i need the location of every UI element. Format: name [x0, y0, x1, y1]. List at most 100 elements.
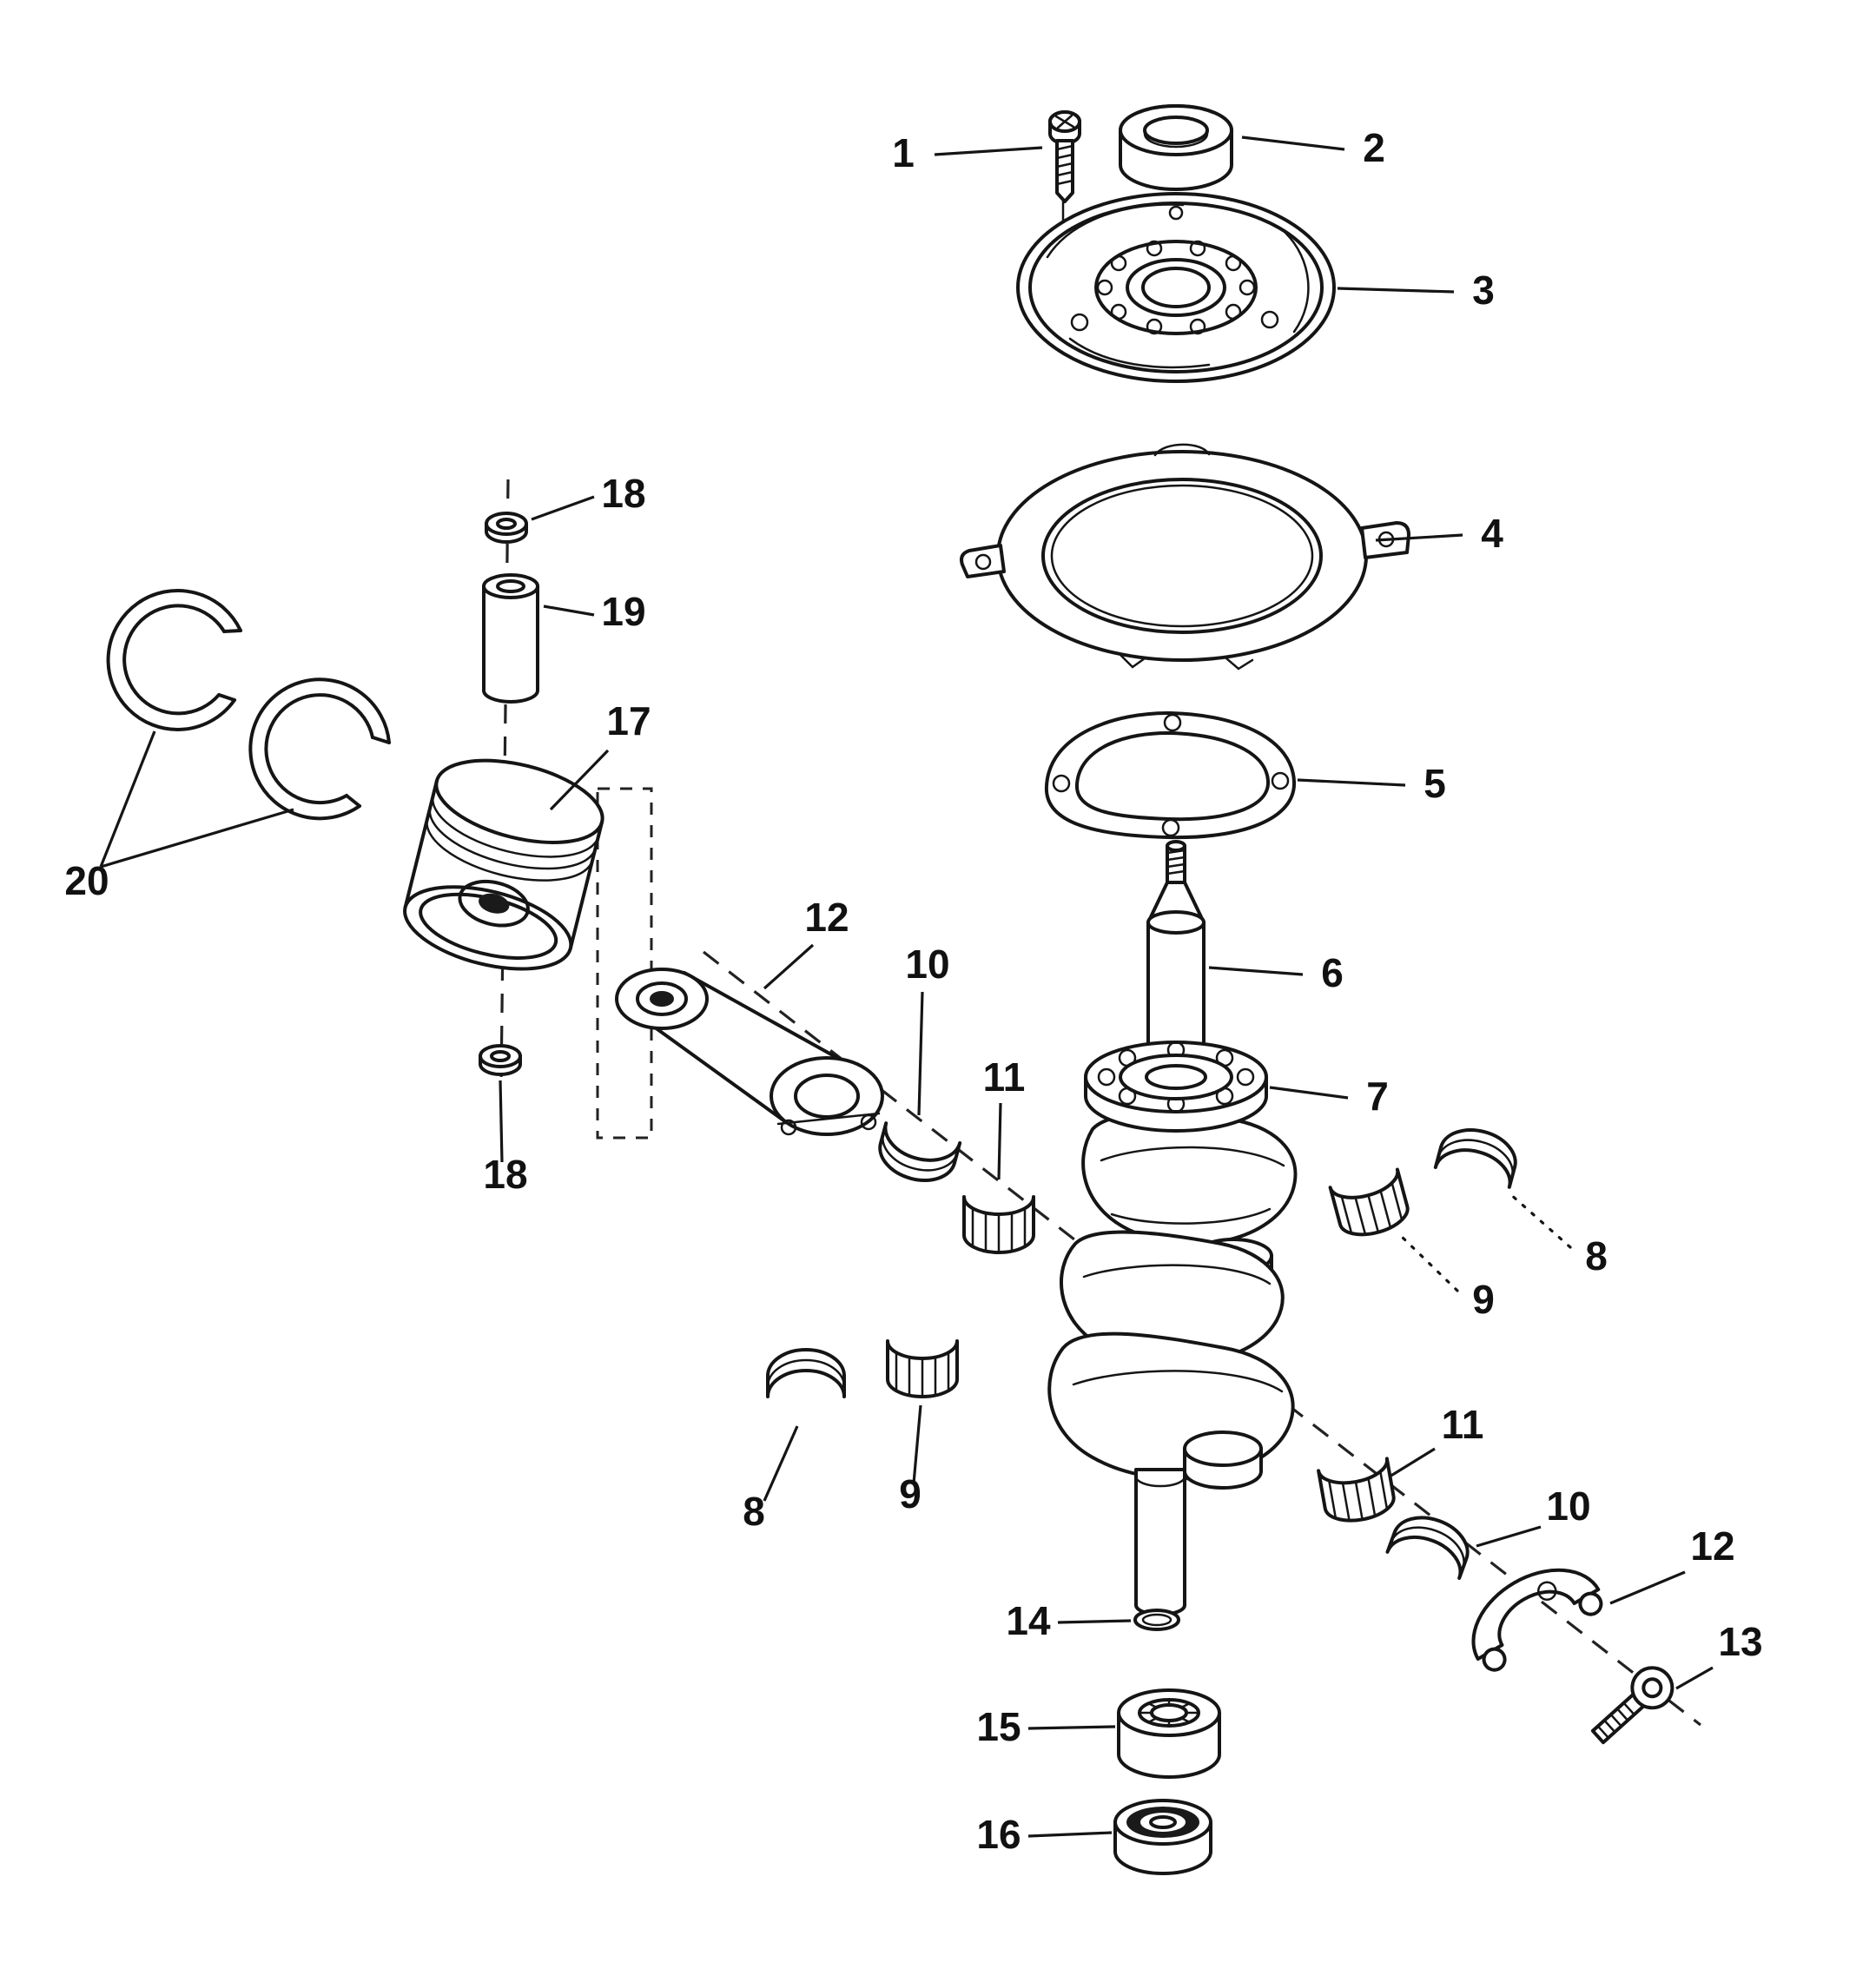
callout-15: 15	[976, 1704, 1116, 1749]
connecting-rod-12	[615, 968, 884, 1136]
part-number-label: 10	[905, 942, 949, 987]
piston-rings-20	[106, 589, 391, 821]
main-bearing-7	[1084, 1041, 1268, 1133]
needle-cage-11-upper	[962, 1195, 1035, 1254]
leader-line	[499, 1080, 504, 1163]
leader-line	[1057, 1619, 1132, 1624]
needle-cage-9-left	[886, 1339, 959, 1398]
rod-bearing-shell-8-right	[1433, 1128, 1517, 1189]
leader-line	[1337, 287, 1455, 294]
callout-12-upper: 12	[763, 895, 849, 990]
callout-10-lower: 10	[1476, 1483, 1591, 1548]
leader-line	[1027, 1831, 1113, 1838]
part-number-label: 1	[892, 130, 915, 175]
callout-18-top: 18	[531, 471, 646, 521]
screw-1	[1048, 110, 1081, 203]
part-number-label: 5	[1424, 761, 1446, 806]
leader-line	[763, 943, 815, 990]
cap-bolt-13	[1590, 1666, 1675, 1745]
leader-line	[1508, 1192, 1572, 1249]
callout-12-lower: 12	[1609, 1523, 1735, 1605]
leader-line	[1208, 966, 1304, 976]
gasket-5	[1044, 710, 1297, 840]
part-number-label: 14	[1006, 1598, 1051, 1643]
part-number-label: 20	[64, 858, 109, 903]
part-number-label: 19	[601, 589, 645, 634]
crankshaft-6	[1047, 840, 1298, 1616]
part-number-label: 8	[743, 1489, 765, 1534]
lower-bearing-15	[1117, 1688, 1221, 1779]
part-number-label: 11	[1442, 1402, 1484, 1447]
leader-line	[1398, 1233, 1459, 1292]
callout-4: 4	[1375, 511, 1503, 556]
leader-line	[1027, 1725, 1116, 1730]
part-number-label: 11	[983, 1054, 1026, 1100]
rod-cap-12-lower	[1471, 1568, 1603, 1672]
part-number-label: 7	[1366, 1074, 1389, 1119]
part-number-label: 12	[804, 895, 849, 940]
callout-19: 19	[543, 589, 646, 634]
callout-7: 7	[1269, 1074, 1389, 1119]
part-number-label: 18	[601, 471, 645, 516]
callout-9-right: 9	[1398, 1233, 1495, 1322]
callout-5: 5	[1297, 761, 1446, 806]
leader-line	[543, 605, 595, 617]
part-number-label: 18	[483, 1152, 527, 1197]
leader-line	[917, 991, 924, 1116]
leader-line	[1389, 1447, 1436, 1478]
leader-line	[1675, 1666, 1714, 1690]
callout-18-bottom: 18	[483, 1080, 528, 1197]
part-number-label: 15	[976, 1704, 1021, 1749]
piston-pin-19	[482, 573, 539, 704]
callout-13: 13	[1675, 1619, 1763, 1690]
bushing-2	[1119, 104, 1233, 191]
part-number-label: 6	[1321, 950, 1344, 995]
rod-bearing-shell-10-lower	[1385, 1516, 1470, 1580]
part-number-label: 3	[1472, 268, 1495, 313]
pin-washer-18-bottom	[479, 1044, 522, 1076]
part-number-label: 10	[1546, 1483, 1590, 1529]
callout-11-upper: 11	[983, 1054, 1026, 1180]
rod-bearing-shell-10-upper	[878, 1121, 962, 1182]
rod-bearing-shell-8-left	[766, 1348, 846, 1398]
part-number-label: 9	[899, 1471, 921, 1516]
leader-line	[1269, 1086, 1349, 1100]
needle-cage-11-lower	[1317, 1457, 1396, 1523]
oil-seal-16	[1113, 1799, 1212, 1875]
part-number-label: 9	[1472, 1277, 1495, 1322]
leader-line	[997, 1102, 1002, 1180]
leader-line	[99, 730, 156, 868]
alignment-box	[596, 787, 653, 1140]
retainer-plate-4	[960, 443, 1410, 671]
leader-line	[1297, 778, 1406, 787]
part-number-label: 4	[1481, 511, 1503, 556]
part-number-label: 17	[606, 698, 651, 743]
callout-3: 3	[1337, 268, 1495, 313]
piston-17	[403, 758, 604, 971]
part-number-label: 13	[1718, 1619, 1762, 1664]
callout-6: 6	[1208, 950, 1344, 995]
leader-line	[1375, 533, 1463, 542]
callout-8-right: 8	[1508, 1192, 1608, 1279]
callout-2: 2	[1241, 125, 1385, 170]
callout-17: 17	[549, 698, 651, 811]
leader-line	[1476, 1525, 1542, 1548]
callout-10-upper: 10	[905, 942, 950, 1116]
leader-line	[531, 495, 595, 521]
leader-line	[763, 1425, 799, 1502]
callout-9-left: 9	[899, 1404, 922, 1516]
leader-line	[934, 146, 1043, 156]
leader-line	[912, 1404, 922, 1484]
pin-washer-18-top	[485, 512, 528, 544]
callout-1: 1	[892, 130, 1043, 175]
needle-cage-9-right	[1328, 1167, 1410, 1237]
callout-16: 16	[976, 1812, 1113, 1857]
o-ring-14	[1133, 1609, 1180, 1631]
callout-20: 20	[64, 730, 294, 903]
part-number-label: 16	[976, 1812, 1021, 1857]
part-number-label: 2	[1363, 125, 1385, 170]
part-number-label: 8	[1585, 1233, 1608, 1279]
